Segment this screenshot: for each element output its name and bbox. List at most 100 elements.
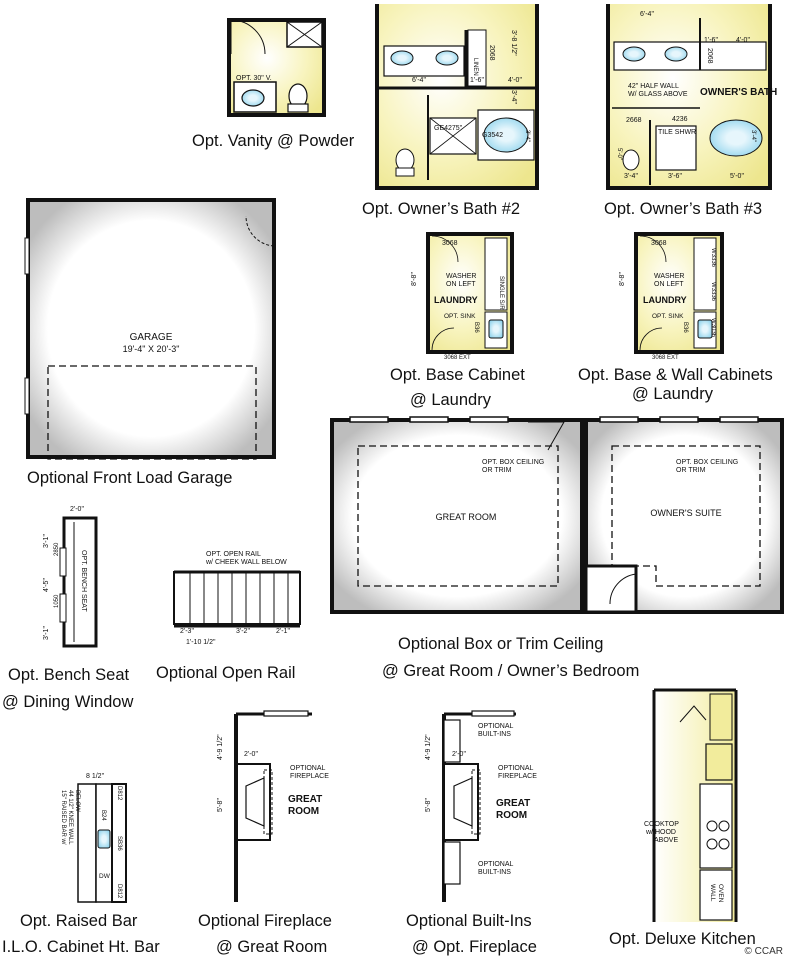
kitchen-cooktop-3: ABOVE [654, 837, 678, 844]
bath2-dim-4-0: 4'-0" [508, 77, 522, 84]
builtins-note-top-2: BUILT-INS [478, 731, 511, 738]
bench-dim-3-1-bottom: 3'-1" [43, 626, 50, 640]
bath3-owners-bath-label: OWNER'S BATH [700, 87, 777, 98]
laundry1-label: LAUNDRY [434, 295, 478, 305]
laundry2-label: LAUNDRY [643, 295, 687, 305]
caption-bench-line1: Opt. Bench Seat [8, 666, 130, 684]
builtins-note-bottom-2: BUILT-INS [478, 869, 511, 876]
raised-bar-sink-icon [97, 829, 111, 849]
owners-suite-label: OWNER'S SUITE [650, 508, 721, 518]
builtins-great-label: GREAT [496, 798, 530, 809]
laundry2-b36: B36 [682, 322, 688, 333]
fireplace-note-1: OPTIONAL [290, 765, 326, 772]
kitchen-wall-oven-1: WALL [709, 884, 716, 902]
owners-bath-2-plan: LINEN 6'-4" 1'-6" 4'-0" 2068 3'-8 1/2" 3… [375, 4, 539, 190]
box-ceiling-plan: OPT. BOX CEILING OR TRIM GREAT ROOM OPT.… [330, 416, 784, 614]
laundry1-b36: B36 [473, 322, 479, 333]
builtins-fireplace-note-1: OPTIONAL [498, 765, 534, 772]
powder-vanity-label: OPT. 30" V. [236, 75, 272, 82]
laundry2-opt-sink: OPT. SINK [652, 313, 684, 320]
laundry2-washer-1: WASHER [654, 273, 684, 280]
laundry1-washer-1: WASHER [446, 273, 476, 280]
caption-bar-line1: Opt. Raised Bar [20, 912, 138, 930]
bath2-door-2068: 2068 [488, 45, 495, 61]
bath3-dim-1-6: 1'-6" [704, 37, 718, 44]
bath3-half-wall-1: 42" HALF WALL [628, 83, 679, 90]
laundry2-w3036: W3036 [710, 318, 716, 338]
caption-bar-line2: I.L.O. Cabinet Ht. Bar [2, 938, 160, 956]
laundry2-w3336-a: W3336 [710, 248, 716, 268]
great-room-box-ceiling-1: OPT. BOX CEILING [482, 459, 544, 466]
caption-bath-3: Opt. Owner’s Bath #3 [604, 200, 763, 218]
bench-win-1050: 1050 [54, 594, 60, 608]
builtins-note-bottom-1: OPTIONAL [478, 861, 514, 868]
rail-note-1: OPT. OPEN RAIL [206, 551, 261, 558]
bench-seat-plan: 2'-0" 3'-1" 4'-5" 3'-1" 2850 1050 OPT. B… [43, 506, 98, 648]
bar-note-3: BELOW [74, 790, 80, 812]
powder-sink-icon [241, 89, 265, 107]
caption-laundry-1-line2: @ Laundry [410, 391, 491, 409]
owners-bath-3-plan: 6'-4" 1'-6" 4'-0" 2068 42" HALF WALL W/ … [606, 4, 777, 190]
bath3-door-2668: 2668 [626, 117, 642, 124]
bar-note-1: 15" RAISED BAR w/ [60, 790, 66, 845]
bath2-tub-label: G3542 [482, 132, 503, 139]
bath3-sink-right-icon [664, 46, 688, 62]
fireplace-dim-2-0: 2'-0" [244, 751, 258, 758]
fireplace-plan: 4'-9 1/2" 2'-0" 5'-8" OPTIONAL FIREPLACE… [217, 710, 329, 902]
laundry1-door-3068: 3068 [442, 240, 458, 247]
bath3-tub-icon [709, 119, 763, 157]
caption-garage: Optional Front Load Garage [27, 469, 233, 487]
bath3-dim-3-6: 3'-6" [668, 173, 682, 180]
caption-fireplace-line2: @ Great Room [216, 938, 328, 956]
laundry1-opt-sink: OPT. SINK [444, 313, 476, 320]
bar-sb36: SB36 [116, 836, 122, 851]
bath2-tub-icon [483, 117, 529, 153]
bar-b24: B24 [100, 810, 106, 821]
laundry2-washer-2: ON LEFT [654, 281, 684, 288]
bath3-size-4236: 4236 [672, 116, 688, 123]
rail-dim-3-2: 3'-2" [236, 628, 250, 635]
owners-suite-box-ceiling-1: OPT. BOX CEILING [676, 459, 738, 466]
caption-fireplace-line1: Optional Fireplace [198, 912, 332, 930]
bath2-linen-label: LINEN [472, 58, 478, 76]
laundry2-ext-door: 3068 EXT [652, 355, 679, 361]
rail-dim-1-10: 1'-10 1/2" [186, 639, 216, 646]
caption-bath-2: Opt. Owner’s Bath #2 [362, 200, 521, 218]
fireplace-dim-4-9: 4'-9 1/2" [217, 734, 224, 760]
bath2-dim-3-4: 3'-4" [510, 90, 517, 104]
bath3-toilet-icon [622, 149, 640, 171]
garage-label: GARAGE [130, 332, 173, 343]
laundry1-washer-2: ON LEFT [446, 281, 476, 288]
rail-dim-2-1: 2'-1" [276, 628, 290, 635]
bath2-dim-1-6: 1'-6" [470, 77, 484, 84]
caption-builtins-line2: @ Opt. Fireplace [412, 938, 537, 956]
fireplace-note-2: FIREPLACE [290, 773, 329, 780]
fireplace-great-label: GREAT [288, 794, 322, 805]
deluxe-kitchen-plan: COOKTOP w/ HOOD ABOVE WALL OVEN [644, 688, 738, 922]
laundry1-single-sr: SINGLE S/R [498, 276, 504, 310]
builtins-dim-2-0: 2'-0" [452, 751, 466, 758]
laundry1-ext-door: 3068 EXT [444, 355, 471, 361]
laundry2-sink-icon [697, 319, 713, 339]
bar-dim-8-1-2: 8 1/2" [86, 773, 105, 780]
great-room-label: GREAT ROOM [436, 512, 497, 522]
caption-kitchen: Opt. Deluxe Kitchen [609, 930, 756, 948]
bath2-dim-3-8: 3'-8 1/2" [510, 30, 517, 56]
bench-seat-label: OPT. BENCH SEAT [80, 550, 87, 612]
caption-laundry-2-line2: @ Laundry [632, 385, 713, 403]
laundry-base-cabinet-plan: 3068 WASHER ON LEFT LAUNDRY SINGLE S/R O… [411, 232, 514, 361]
caption-laundry-1-line1: Opt. Base Cabinet [390, 366, 525, 384]
garage-size-label: 19'-4" X 20'-3" [123, 344, 180, 354]
laundry1-dim-8-8: 8'-8" [411, 272, 418, 286]
owners-suite-box-ceiling-2: OR TRIM [676, 467, 706, 474]
bath3-half-wall-2: W/ GLASS ABOVE [628, 91, 688, 98]
builtins-dim-5-8: 5'-8" [425, 798, 432, 812]
kitchen-cooktop-icon [706, 820, 730, 850]
bar-dw: DW [99, 873, 111, 880]
bath2-sink-right-icon [435, 50, 459, 66]
bath3-sink-left-icon [622, 46, 646, 62]
copyright-credit: © CCAR [744, 946, 783, 957]
builtins-dim-4-9: 4'-9 1/2" [425, 734, 432, 760]
bath3-dim-6-4: 6'-4" [640, 11, 654, 18]
bench-dim-3-1-top: 3'-1" [43, 534, 50, 548]
